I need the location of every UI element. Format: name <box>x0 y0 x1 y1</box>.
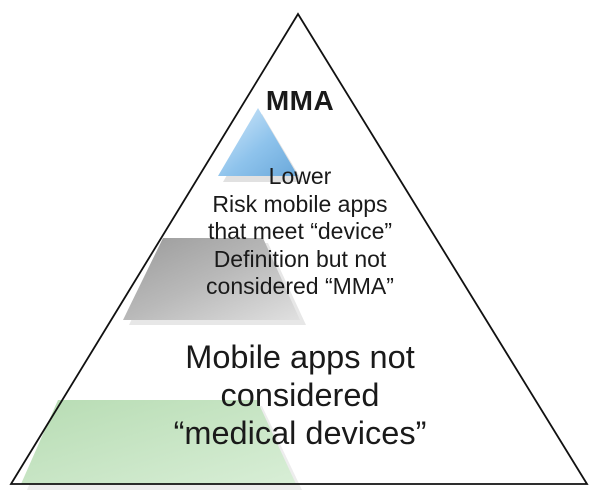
mma-tier-title: MMA <box>265 85 335 116</box>
non-device-line: considered <box>220 377 380 414</box>
lower-risk-line: considered “MMA” <box>206 273 394 300</box>
lower-risk-tier-shape <box>123 238 300 320</box>
non-device-tier-label: Mobile apps not considered “medical devi… <box>130 338 470 452</box>
mma-tier-shape <box>218 108 298 176</box>
non-device-line: “medical devices” <box>173 415 427 452</box>
non-device-line: Mobile apps not <box>185 339 415 375</box>
lower-risk-line: Definition but not <box>213 245 387 272</box>
lower-risk-line: Risk mobile apps <box>212 190 388 217</box>
lower-risk-line: Lower <box>268 163 332 189</box>
non-device-tier-shape <box>21 400 296 484</box>
lower-risk-line: that meet “device” <box>207 218 393 245</box>
pyramid-outline <box>9 12 589 485</box>
lower-risk-tier-label: Lower Risk mobile apps that meet “device… <box>180 163 420 301</box>
